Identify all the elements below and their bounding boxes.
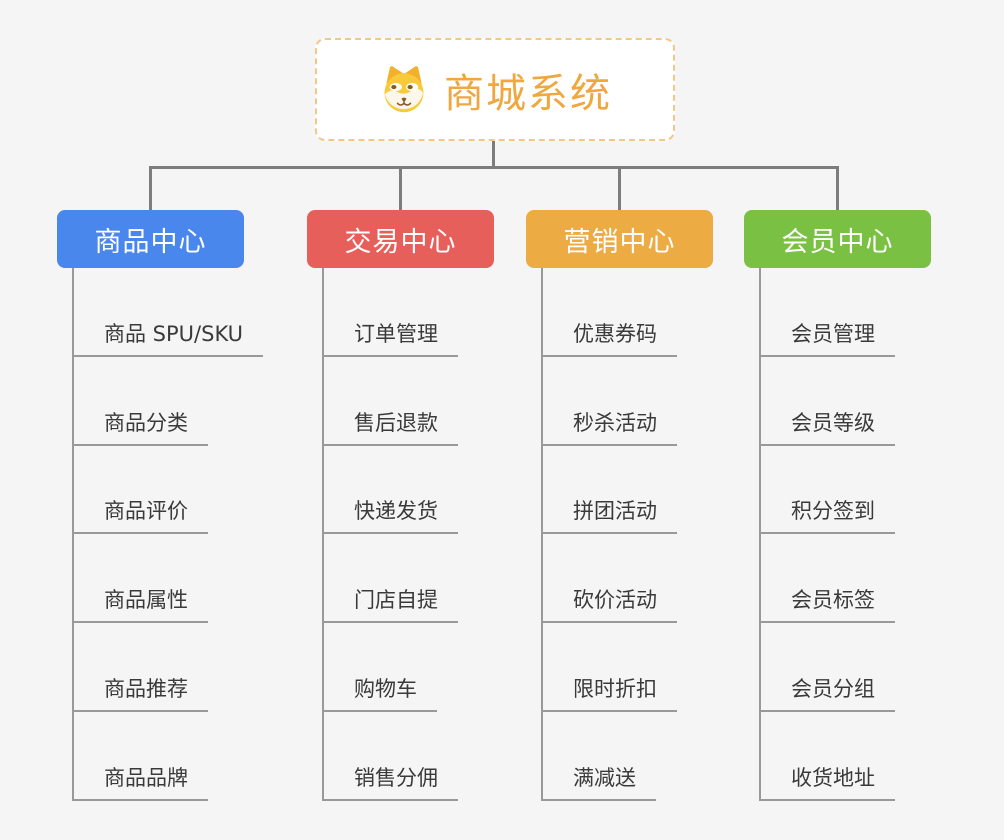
child-row: 砍价活动: [541, 534, 677, 624]
branch-box[interactable]: 会员中心: [744, 210, 931, 268]
child-row: 销售分佣: [322, 712, 458, 801]
child-node[interactable]: 商品评价: [72, 495, 208, 535]
child-row: 商品品牌: [72, 712, 263, 801]
connector-bus: [149, 166, 839, 169]
child-row: 商品 SPU/SKU: [72, 268, 264, 357]
child-node[interactable]: 会员等级: [759, 407, 895, 446]
child-row: 积分签到: [759, 446, 895, 535]
child-node[interactable]: 售后退款: [322, 407, 458, 446]
branch-column: 优惠券码秒杀活动拼团活动砍价活动限时折扣满减送: [541, 268, 677, 801]
root-title: 商城系统: [444, 70, 612, 117]
child-node[interactable]: 订单管理: [322, 318, 458, 357]
branch-label: 营销中心: [563, 226, 676, 258]
child-row: 订单管理: [322, 268, 458, 357]
child-row: 会员标签: [759, 534, 895, 624]
child-node[interactable]: 门店自提: [322, 584, 458, 624]
branch-spine: [759, 268, 761, 801]
root-node[interactable]: 商城系统: [315, 38, 675, 141]
child-node[interactable]: 优惠券码: [541, 318, 677, 357]
child-row: 拼团活动: [541, 446, 677, 535]
child-row: 门店自提: [322, 534, 458, 624]
child-node[interactable]: 商品推荐: [72, 673, 208, 712]
branch-box[interactable]: 交易中心: [307, 210, 494, 268]
child-node[interactable]: 满减送: [541, 762, 656, 801]
child-node[interactable]: 收货地址: [759, 762, 895, 801]
child-row: 收货地址: [759, 712, 895, 801]
child-row: 会员等级: [759, 357, 895, 446]
child-node[interactable]: 商品 SPU/SKU: [72, 318, 264, 357]
branch-label: 商品中心: [94, 226, 207, 258]
child-node[interactable]: 限时折扣: [541, 673, 677, 712]
child-node[interactable]: 快递发货: [322, 495, 458, 535]
child-row: 满减送: [541, 712, 677, 801]
branch-box[interactable]: 商品中心: [57, 210, 244, 268]
child-node[interactable]: 会员标签: [759, 584, 895, 624]
child-node[interactable]: 积分签到: [759, 495, 895, 535]
branch-label: 会员中心: [781, 226, 894, 258]
child-node[interactable]: 购物车: [322, 673, 437, 712]
child-row: 商品推荐: [72, 623, 263, 712]
child-row: 商品评价: [72, 446, 263, 535]
branch-box[interactable]: 营销中心: [526, 210, 713, 268]
child-row: 优惠券码: [541, 268, 677, 357]
connector-branch-drop: [149, 166, 152, 210]
branch-label: 交易中心: [344, 226, 457, 258]
child-row: 会员管理: [759, 268, 895, 357]
child-node[interactable]: 秒杀活动: [541, 407, 677, 446]
branch-spine: [541, 268, 543, 801]
connector-branch-drop: [618, 166, 621, 210]
child-row: 售后退款: [322, 357, 458, 446]
branch-column: 商品 SPU/SKU 商品分类商品评价商品属性商品推荐商品品牌: [72, 268, 264, 801]
connector-branch-drop: [399, 166, 402, 210]
child-row: 限时折扣: [541, 623, 677, 712]
connector-branch-drop: [836, 166, 839, 210]
shiba-dog-icon: [378, 65, 430, 114]
child-row: 商品属性: [72, 534, 263, 624]
child-node[interactable]: 砍价活动: [541, 584, 677, 624]
child-node[interactable]: 销售分佣: [322, 762, 458, 801]
branch-column: 订单管理售后退款快递发货门店自提购物车销售分佣: [322, 268, 458, 801]
child-node[interactable]: 商品属性: [72, 584, 208, 624]
connector-root-drop: [492, 141, 495, 169]
branch-spine: [322, 268, 324, 801]
child-row: 快递发货: [322, 446, 458, 535]
child-row: 购物车: [322, 623, 458, 712]
child-node[interactable]: 拼团活动: [541, 495, 677, 535]
branch-column: 会员管理会员等级积分签到会员标签会员分组收货地址: [759, 268, 895, 801]
branch-spine: [72, 268, 74, 801]
child-node[interactable]: 会员分组: [759, 673, 895, 712]
child-row: 会员分组: [759, 623, 895, 712]
child-node[interactable]: 会员管理: [759, 318, 895, 357]
child-node[interactable]: 商品品牌: [72, 762, 208, 801]
child-row: 商品分类: [72, 357, 263, 446]
child-row: 秒杀活动: [541, 357, 677, 446]
child-node[interactable]: 商品分类: [72, 407, 208, 446]
